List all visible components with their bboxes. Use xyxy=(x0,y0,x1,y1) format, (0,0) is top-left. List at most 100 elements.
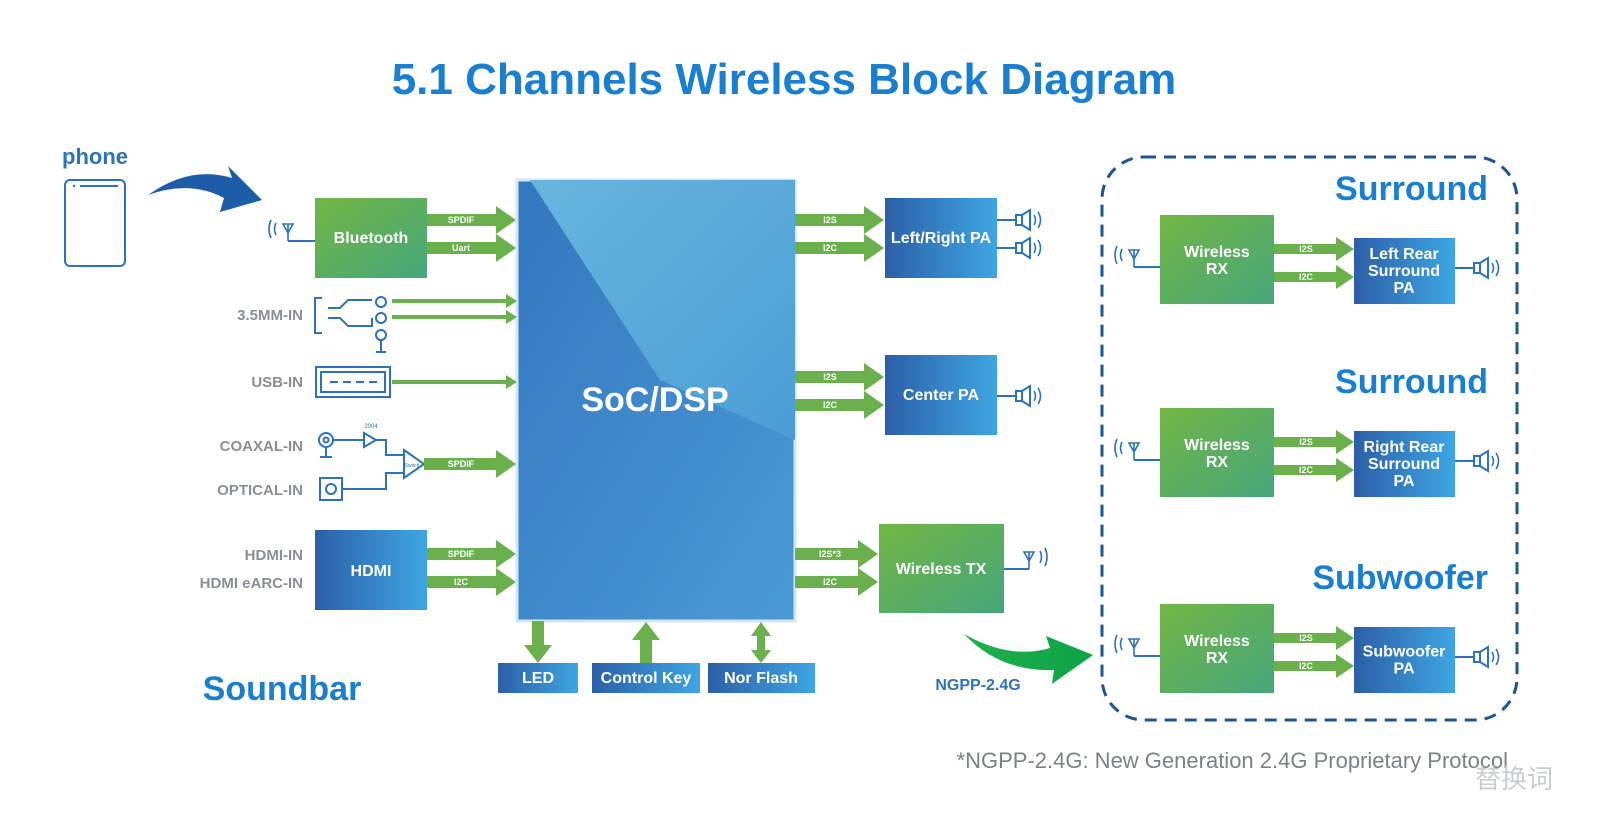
arrow-label-i2c: I2C xyxy=(823,243,838,253)
wireless-rx-block xyxy=(1160,215,1274,304)
input-usb-label: USB-IN xyxy=(251,374,303,391)
wireless-rx-block xyxy=(1160,408,1274,497)
led-block xyxy=(498,663,578,693)
input-optical-label: OPTICAL-IN xyxy=(217,482,303,499)
pa-label: Right Rear xyxy=(1364,439,1445,456)
pa-label: Surround xyxy=(1368,456,1440,473)
wireless-rx-block xyxy=(1160,604,1274,693)
led-label: LED xyxy=(522,670,554,687)
pa-label: Subwoofer xyxy=(1363,644,1446,661)
arrow-label-spdif: SPDIF xyxy=(448,549,475,559)
arrow-label-spdif: SPDIF xyxy=(448,215,475,225)
center-pa-label: Center PA xyxy=(903,387,980,404)
wireless-rx-label: RX xyxy=(1206,650,1229,667)
signal-arrow xyxy=(1274,265,1354,289)
signal-arrow xyxy=(1274,237,1354,261)
speaker-icon xyxy=(1015,385,1042,407)
ngpp-wireless-arrow xyxy=(964,634,1093,684)
arrow-label-i2s: I2S xyxy=(823,372,837,382)
chip-label: 2004 xyxy=(364,424,378,430)
antenna-icon xyxy=(268,219,294,242)
soc-highlight xyxy=(530,180,795,440)
wireless-rx-label: Wireless xyxy=(1184,244,1250,261)
bluetooth-label: Bluetooth xyxy=(334,230,409,247)
soc-dsp-label: SoC/DSP xyxy=(581,381,728,419)
bluetooth-block xyxy=(315,198,427,278)
ngpp-label: NGPP-2.4G xyxy=(935,677,1020,694)
arrow-label-i2s: I2S xyxy=(823,215,837,225)
wireless-rx-label: Wireless xyxy=(1184,437,1250,454)
wireless-rx-label: RX xyxy=(1206,454,1229,471)
receiver-section-label: Surround xyxy=(1335,170,1488,208)
soundbar-label: Soundbar xyxy=(203,670,362,708)
input-3-5mm-label: 3.5MM-IN xyxy=(237,307,303,324)
output-arrows xyxy=(795,206,884,596)
audio-jack-icon xyxy=(314,296,387,353)
nor-flash-block xyxy=(708,663,815,693)
antenna-icon xyxy=(1114,245,1140,268)
usb-port-icon xyxy=(315,366,391,398)
antenna-icon xyxy=(1114,634,1140,657)
input-arrows xyxy=(392,206,517,596)
signal-arrow xyxy=(1274,626,1354,650)
peripheral-arrows xyxy=(524,621,771,663)
input-hdmi-label: HDMI-IN xyxy=(245,547,303,564)
control-key-block xyxy=(592,663,700,693)
left-right-pa-block xyxy=(885,198,997,278)
switch-label: Switch xyxy=(405,463,420,469)
arrow-label-i2c: I2C xyxy=(1299,272,1314,282)
left-right-pa-label: Left/Right PA xyxy=(891,230,992,247)
arrow-label-i2s3: I2S*3 xyxy=(819,549,841,559)
arrow-label-i2c: I2C xyxy=(823,400,838,410)
signal-arrow xyxy=(1274,458,1354,482)
arrow-label-i2s: I2S xyxy=(1299,633,1313,643)
antenna-icon xyxy=(1004,547,1048,570)
arrow-label-i2c: I2C xyxy=(1299,465,1314,475)
coax-optical-switch-icon xyxy=(318,431,426,501)
arrow-label-i2s: I2S xyxy=(1299,244,1313,254)
watermark: 替换词 xyxy=(1475,764,1553,794)
surround-pa-block xyxy=(1354,238,1455,304)
receiver-group xyxy=(1100,155,1519,722)
page-title: 5.1 Channels Wireless Block Diagram xyxy=(392,55,1177,104)
wireless-tx-label: Wireless TX xyxy=(896,561,987,578)
speaker-icon xyxy=(1473,257,1500,279)
phone-bluetooth-arrow xyxy=(148,166,262,212)
arrow-label-spdif: SPDIF xyxy=(448,459,475,469)
hdmi-block xyxy=(315,530,427,610)
signal-arrow xyxy=(1274,654,1354,678)
signal-arrow xyxy=(1274,430,1354,454)
speaker-icon xyxy=(1015,237,1042,259)
wireless-rx-label: Wireless xyxy=(1184,633,1250,650)
input-coaxal-label: COAXAL-IN xyxy=(220,438,303,455)
wireless-tx-block xyxy=(879,524,1004,613)
pa-label: PA xyxy=(1393,661,1414,678)
arrow-label-uart: Uart xyxy=(452,243,470,253)
speaker-icon xyxy=(1015,209,1042,231)
arrow-label-i2c: I2C xyxy=(454,577,469,587)
speaker-icon xyxy=(1473,450,1500,472)
phone-label: phone xyxy=(62,144,128,169)
pa-label: PA xyxy=(1393,473,1414,490)
control-key-label: Control Key xyxy=(601,670,692,687)
pa-label: PA xyxy=(1393,280,1414,297)
speaker-icon xyxy=(1473,646,1500,668)
receiver-section-label: Subwoofer xyxy=(1312,559,1488,597)
center-pa-block xyxy=(885,355,997,435)
wireless-rx-label: RX xyxy=(1206,261,1229,278)
receiver-section-label: Surround xyxy=(1335,363,1488,401)
arrow-label-i2c: I2C xyxy=(1299,661,1314,671)
arrow-label-i2s: I2S xyxy=(1299,437,1313,447)
pa-label: Surround xyxy=(1368,263,1440,280)
pa-label: Left Rear xyxy=(1369,246,1438,263)
antenna-icon xyxy=(1114,438,1140,461)
input-hdmi-earc-label: HDMI eARC-IN xyxy=(200,575,303,592)
arrow-label-i2c: I2C xyxy=(823,577,838,587)
surround-pa-block xyxy=(1354,627,1455,693)
hdmi-label: HDMI xyxy=(351,563,392,580)
